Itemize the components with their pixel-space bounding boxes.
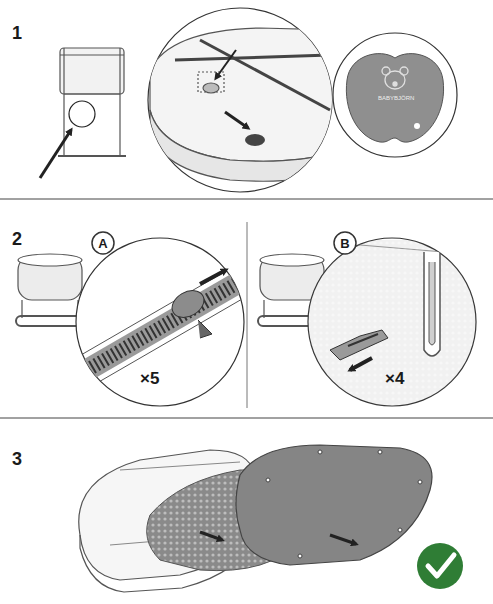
step-number: 3 — [12, 450, 22, 468]
circle-badge: A — [91, 231, 115, 255]
logo-text: BABYBJÖRN — [378, 95, 414, 101]
step-number: 1 — [12, 24, 22, 42]
step-number: 2 — [12, 230, 22, 248]
bassinet-a — [16, 254, 84, 326]
count-label: ×5 — [140, 370, 159, 387]
zoom-zipper — [62, 238, 268, 406]
mattress-removal — [79, 445, 463, 592]
badge-letter: B — [340, 237, 349, 250]
count-label: ×4 — [385, 370, 404, 387]
circle-badge: B — [333, 231, 357, 255]
tag-zoom — [333, 33, 457, 157]
zoom-strap — [300, 238, 480, 410]
badge-letter: A — [98, 237, 107, 250]
bassinet-small — [58, 48, 126, 156]
zoom-bottom — [148, 8, 340, 192]
